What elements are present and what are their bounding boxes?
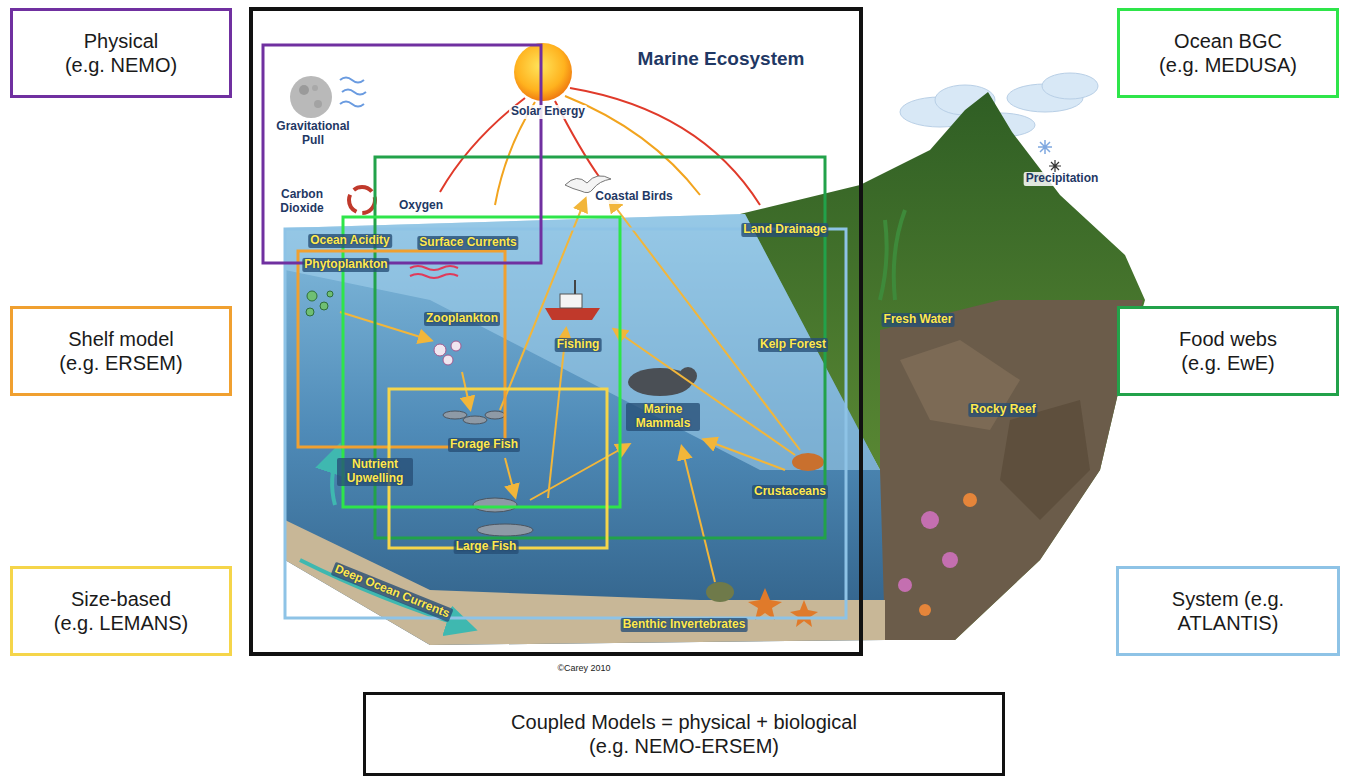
model-label: Coupled Models = physical + biological (… [495, 710, 873, 758]
model-label: Size-based (e.g. LEMANS) [52, 587, 190, 635]
illustration-label: Surface Currents [417, 236, 518, 250]
illustration-label: Marine Mammals [626, 403, 700, 431]
illustration-label: Gravitational Pull [266, 120, 360, 148]
illustration-label: Kelp Forest [758, 338, 828, 352]
model-box: Physical (e.g. NEMO) [10, 8, 232, 98]
model-label: Shelf model (e.g. ERSEM) [51, 327, 191, 375]
illustration-label: Ocean Acidity [308, 234, 392, 248]
illustration-label: Nutrient Upwelling [337, 458, 413, 486]
copyright-note: ©Carey 2010 [555, 663, 612, 673]
model-label: Food webs (e.g. EwE) [1163, 327, 1293, 375]
illustration-label: Precipitation [1024, 172, 1101, 186]
illustration-label: Large Fish [454, 540, 519, 554]
model-box: Food webs (e.g. EwE) [1117, 306, 1339, 396]
illustration-label: Carbon Dioxide [269, 188, 335, 216]
illustration-title: Marine Ecosystem [636, 48, 807, 70]
model-label: System (e.g. ATLANTIS) [1128, 587, 1328, 635]
illustration-label: Solar Energy [509, 105, 587, 119]
model-box: System (e.g. ATLANTIS) [1116, 566, 1340, 656]
illustration-label: Fishing [555, 338, 602, 352]
illustration-label: Rocky Reef [968, 403, 1037, 417]
illustration-label: Coastal Birds [593, 190, 674, 204]
illustration-label: Phytoplankton [302, 258, 389, 272]
illustration-label: Land Drainage [741, 223, 828, 237]
model-box: Coupled Models = physical + biological (… [363, 692, 1005, 776]
model-outlines [251, 9, 861, 654]
illustration-label: Crustaceans [752, 485, 828, 499]
model-label: Physical (e.g. NEMO) [63, 29, 179, 77]
model-box: Ocean BGC (e.g. MEDUSA) [1117, 8, 1339, 98]
model-box: Size-based (e.g. LEMANS) [10, 566, 232, 656]
illustration-label: Fresh Water [882, 313, 955, 327]
illustration-label: Benthic Invertebrates [621, 618, 748, 632]
illustration-label: Forage Fish [448, 438, 520, 452]
model-box: Shelf model (e.g. ERSEM) [10, 306, 232, 396]
model-label: Ocean BGC (e.g. MEDUSA) [1156, 29, 1301, 77]
illustration-label: Zooplankton [424, 312, 500, 326]
illustration-label: Oxygen [397, 199, 445, 213]
